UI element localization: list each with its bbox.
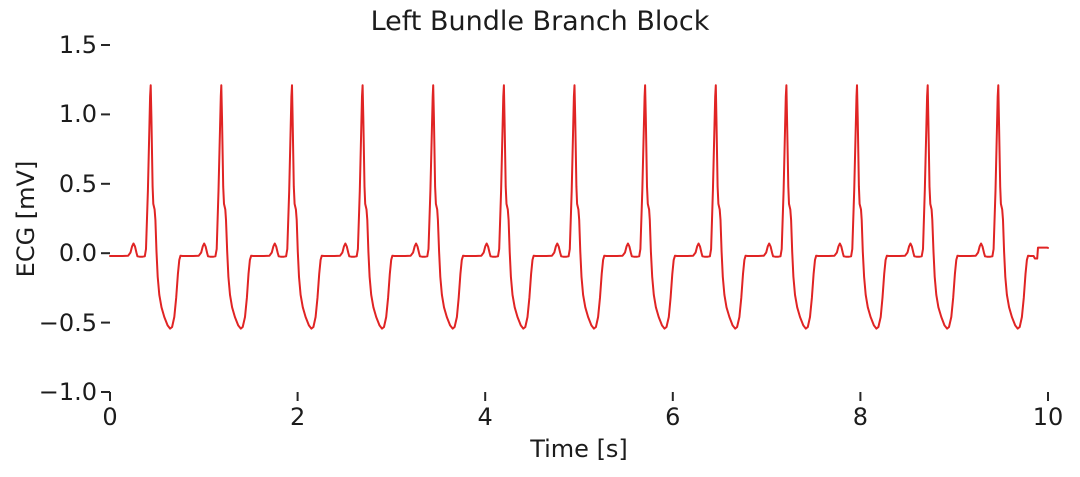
- y-tick-label: 1.0: [58, 100, 97, 129]
- chart-title: Left Bundle Branch Block: [370, 6, 710, 37]
- y-tick-label: −0.5: [38, 308, 97, 337]
- y-tick-label: 0.5: [58, 169, 97, 198]
- x-tick-label: 0: [102, 403, 118, 431]
- y-tick-label: 1.5: [58, 31, 97, 59]
- x-tick-label: 8: [852, 403, 869, 431]
- x-tick-label: 6: [665, 403, 681, 431]
- x-axis-label: Time [s]: [530, 435, 628, 463]
- ecg-trace: [109, 84, 1049, 330]
- y-tick-label: −1.0: [38, 378, 97, 406]
- x-tick-label: 4: [477, 403, 493, 431]
- y-tick-label: 0.0: [58, 239, 97, 268]
- x-tick-label: 2: [289, 403, 306, 431]
- x-tick-label: 10: [1032, 403, 1064, 431]
